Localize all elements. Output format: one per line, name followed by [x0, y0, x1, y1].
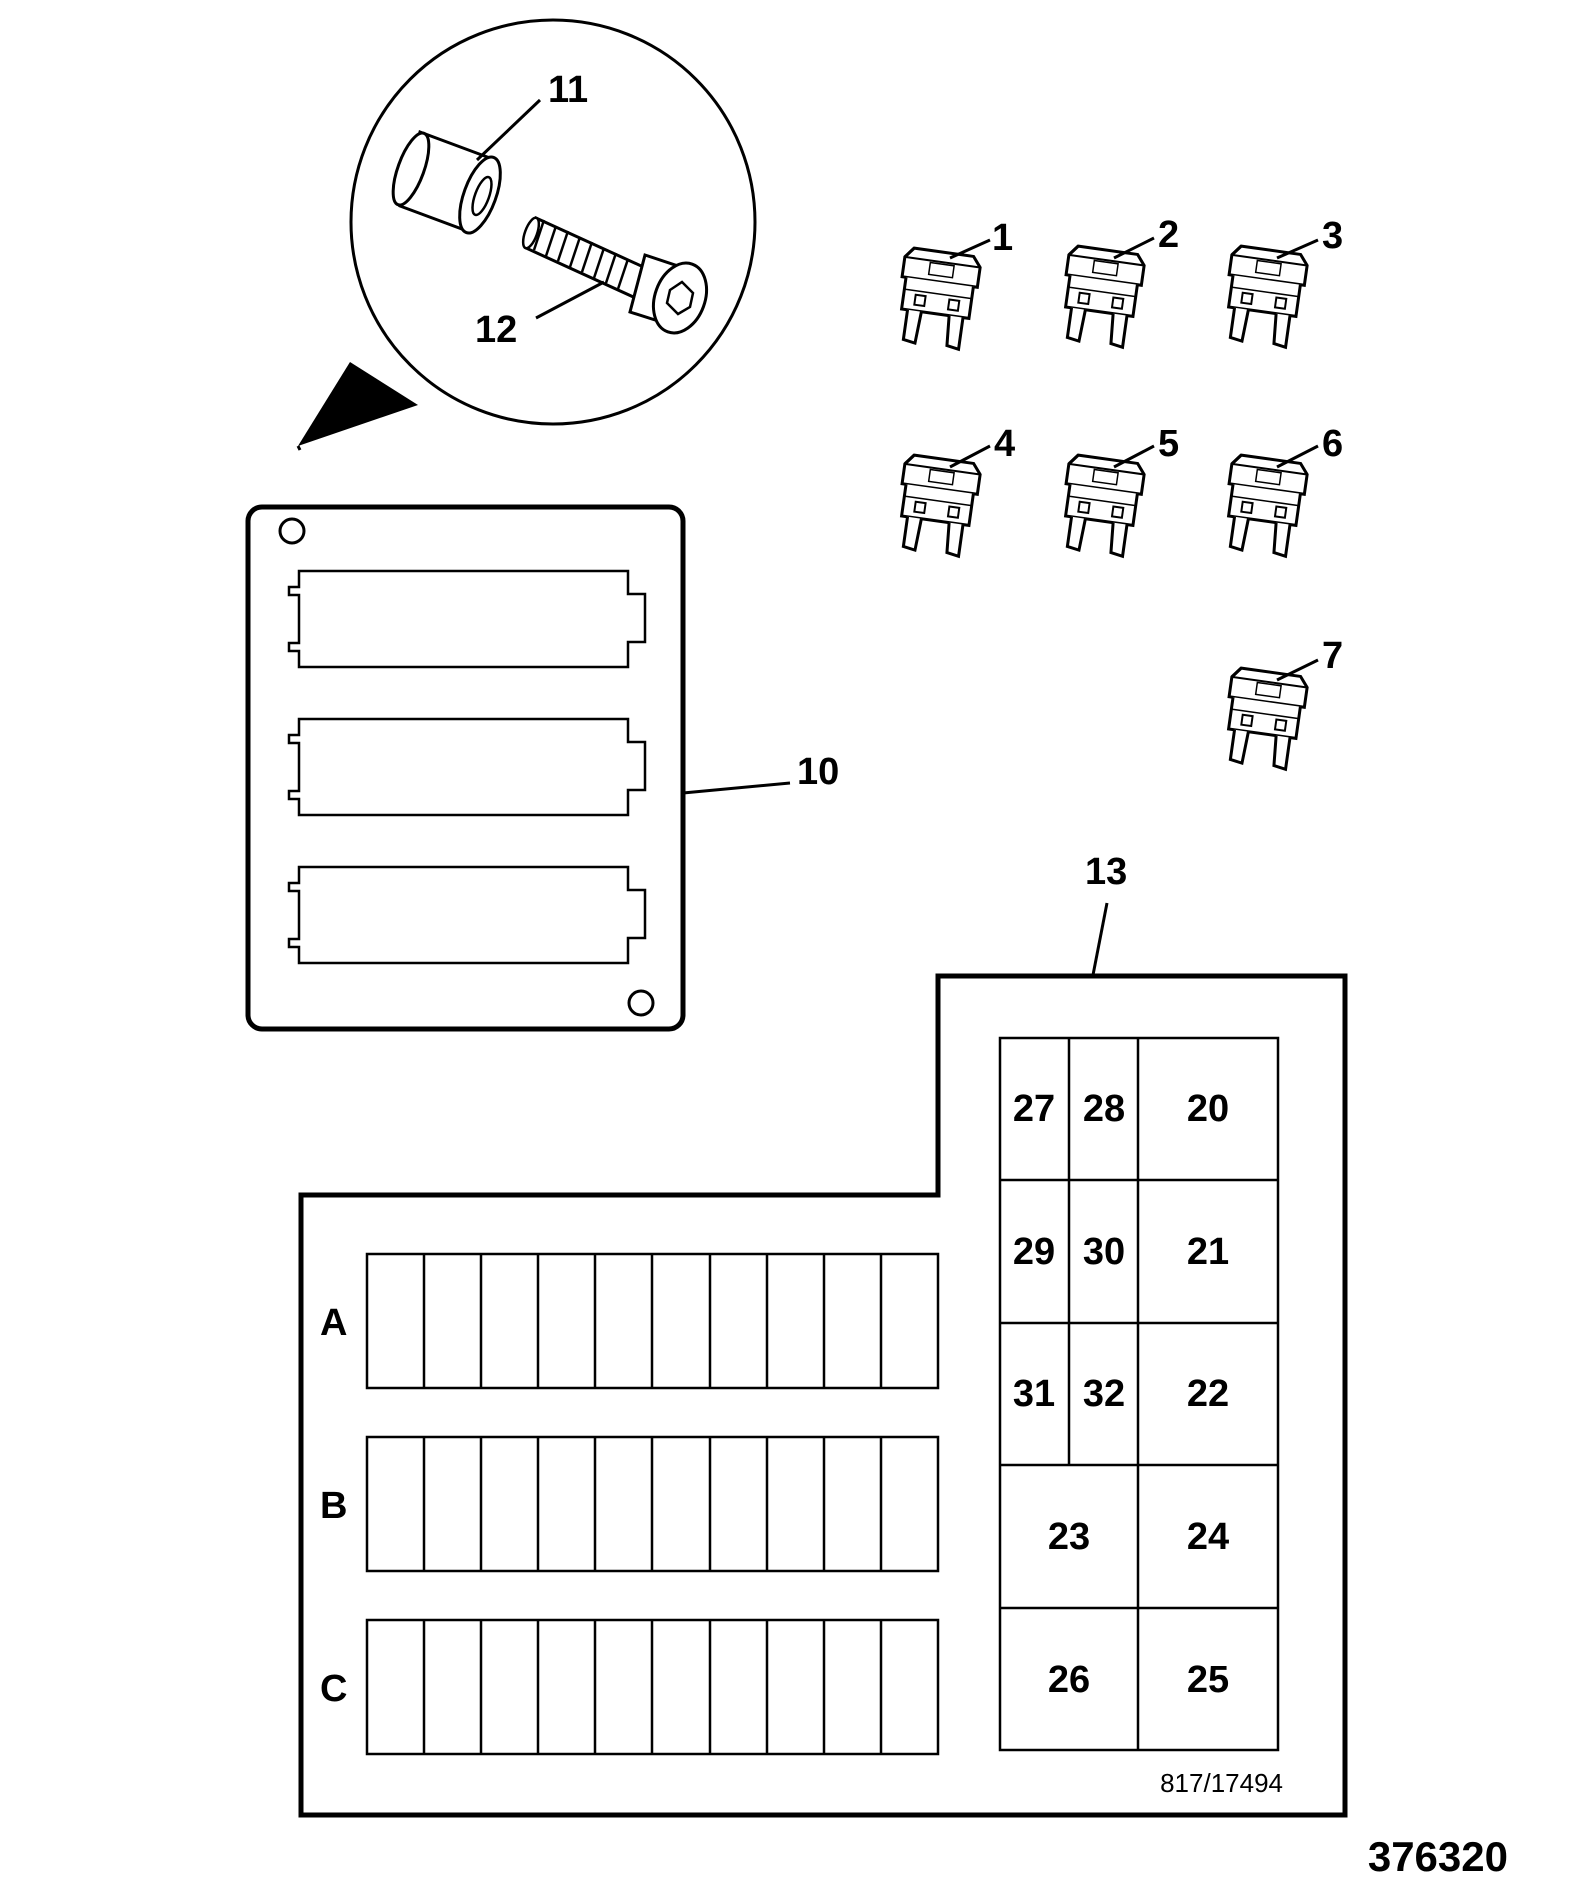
- callout-13: 13: [1085, 851, 1127, 893]
- blade-fuse-2: [1055, 243, 1148, 351]
- socket-screw-icon: [521, 215, 709, 335]
- blade-fuse-3: [1218, 243, 1311, 351]
- fuse-cell-30: 30: [1083, 1231, 1125, 1273]
- fuse-cell-28: 28: [1083, 1088, 1125, 1130]
- blade-fuse-1: [891, 245, 984, 353]
- fuse-cell-29: 29: [1013, 1231, 1055, 1273]
- row-label-c: C: [320, 1668, 347, 1710]
- panel-slot: [287, 717, 647, 817]
- fuse-cell-27: 27: [1013, 1088, 1055, 1130]
- callout-3: 3: [1322, 215, 1343, 257]
- fuse-cell-22: 22: [1187, 1373, 1229, 1415]
- fuse-row-b: [365, 1435, 940, 1573]
- spacer-sleeve-icon: [391, 98, 542, 235]
- callout-2: 2: [1158, 214, 1179, 256]
- fuse-cell-31: 31: [1013, 1373, 1055, 1415]
- drawing-reference: 817/17494: [1160, 1768, 1283, 1798]
- callout-1: 1: [992, 217, 1013, 259]
- fuse-cell-32: 32: [1083, 1373, 1125, 1415]
- callout-5: 5: [1158, 423, 1179, 465]
- fuse-cell-23: 23: [1048, 1516, 1090, 1558]
- blade-fuse-6: [1218, 452, 1311, 560]
- fuse-grid: [998, 1036, 1280, 1752]
- fuse-cell-25: 25: [1187, 1659, 1229, 1701]
- fuse-cell-20: 20: [1187, 1088, 1229, 1130]
- callout-4: 4: [994, 423, 1015, 465]
- row-label-a: A: [320, 1302, 347, 1344]
- blade-fuse-4: [891, 452, 984, 560]
- detail-magnifier: [296, 18, 757, 451]
- blade-fuse-7: [1218, 665, 1311, 773]
- fuse-cell-21: 21: [1187, 1231, 1229, 1273]
- row-label-b: B: [320, 1485, 347, 1527]
- blade-fuse-5: [1055, 452, 1148, 560]
- part-code: 376320: [1368, 1833, 1508, 1880]
- mounting-panel: [245, 504, 791, 1032]
- fuse-row-c: [365, 1618, 940, 1756]
- callout-6: 6: [1322, 423, 1343, 465]
- callout-10: 10: [797, 751, 839, 793]
- fuse-cell-24: 24: [1187, 1516, 1229, 1558]
- panel-slot: [287, 865, 647, 965]
- callout-11: 11: [548, 69, 588, 111]
- fuse-cell-26: 26: [1048, 1659, 1090, 1701]
- callout-12: 12: [475, 309, 517, 351]
- callout-7: 7: [1322, 635, 1343, 677]
- panel-slot: [287, 569, 647, 669]
- fuse-row-a: [365, 1252, 940, 1390]
